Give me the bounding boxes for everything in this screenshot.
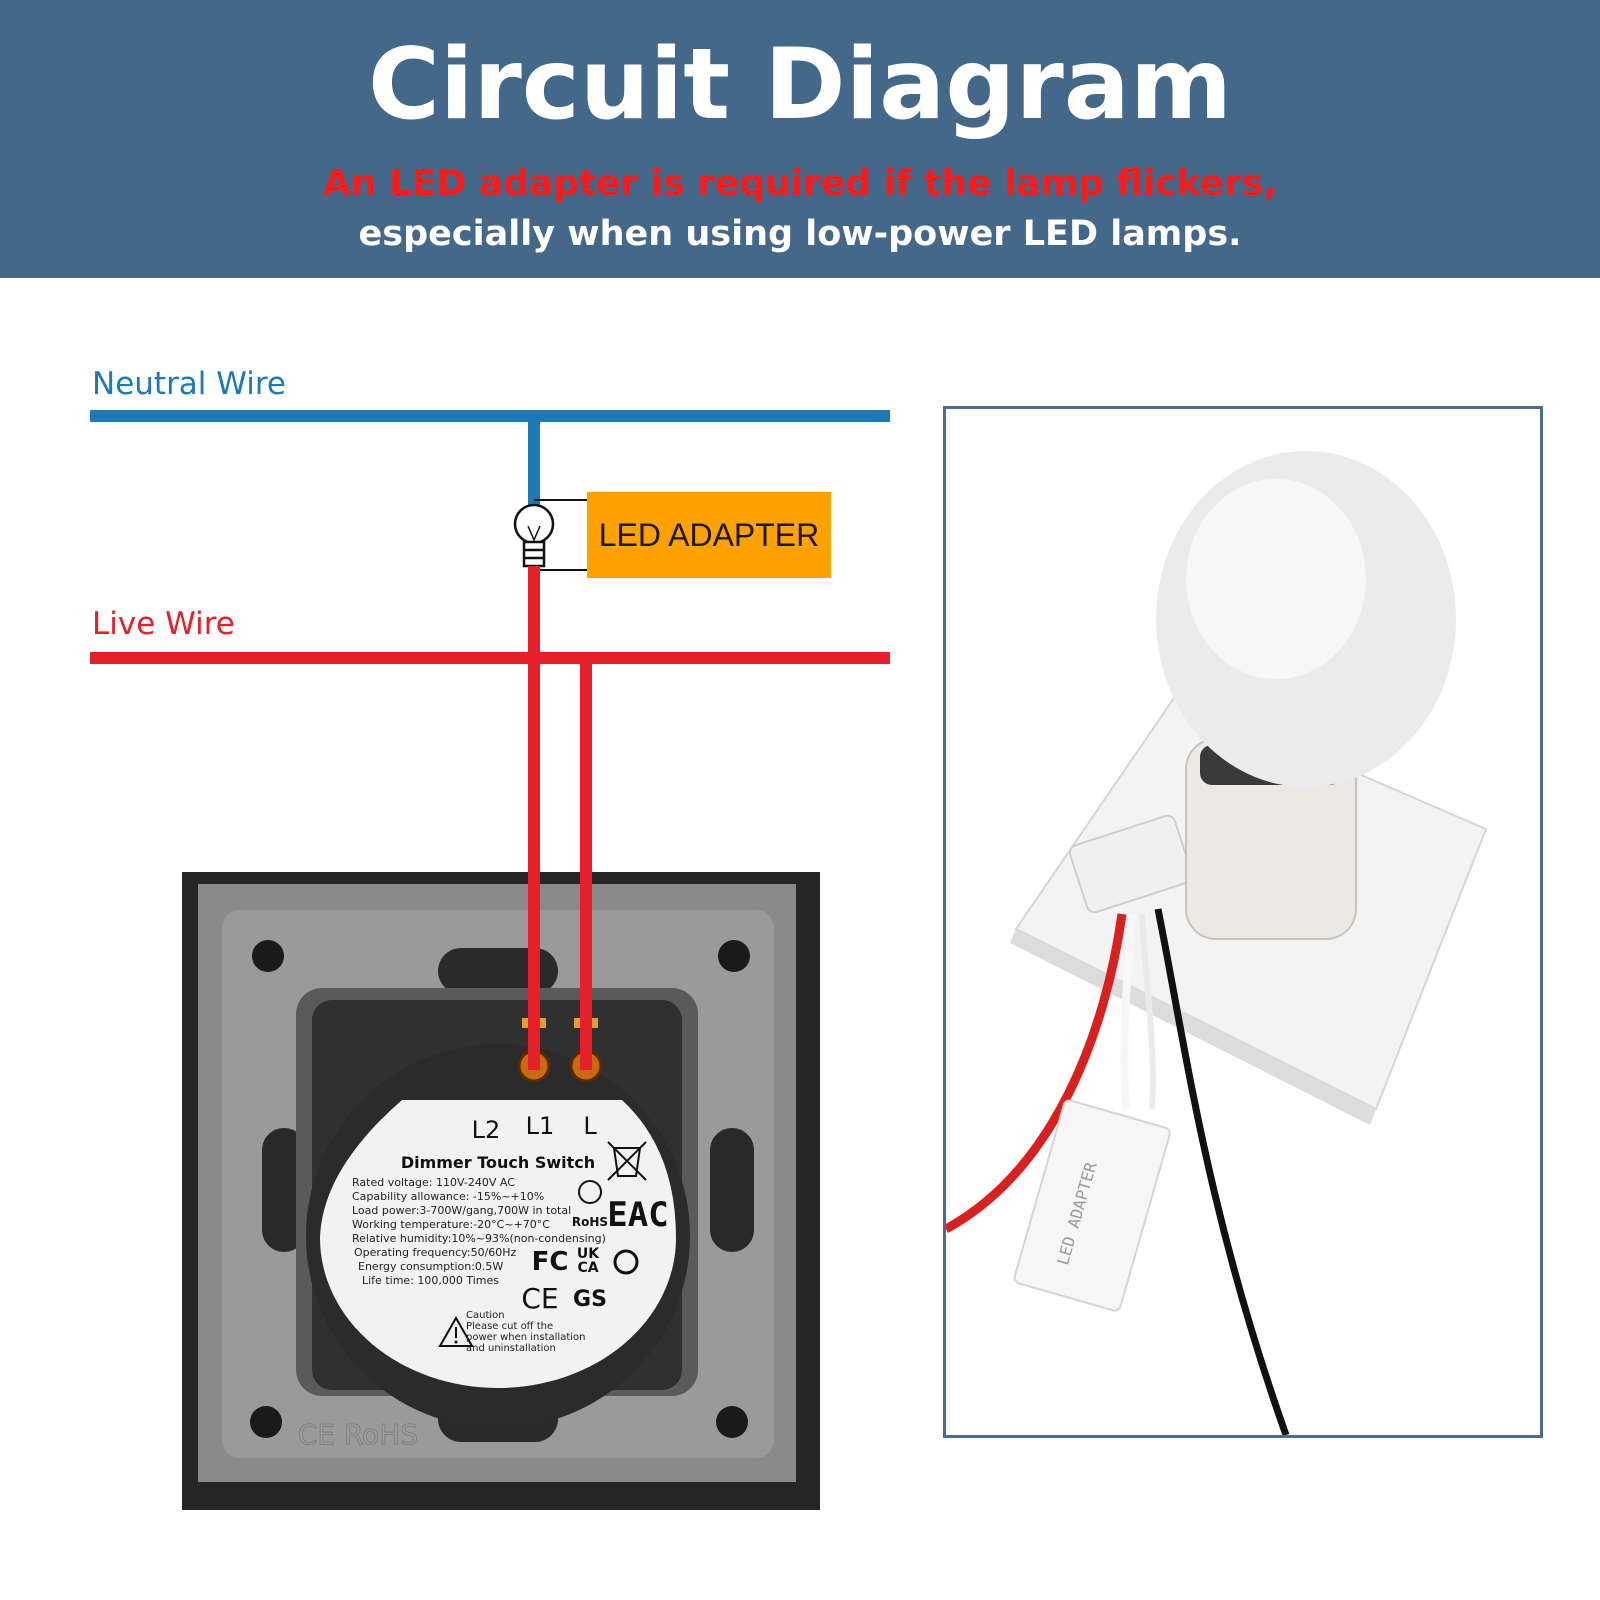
black-wire (1154, 908, 1290, 1435)
screw-hole (252, 940, 284, 972)
terminal-label-l1: L1 (526, 1112, 555, 1140)
warning-triangle-icon (438, 1315, 474, 1347)
mount-slot (710, 1128, 754, 1252)
lamp-bulb-highlight (1186, 479, 1366, 679)
screw-hole (718, 940, 750, 972)
eac-mark: EAC (607, 1195, 668, 1235)
page-title: Circuit Diagram (367, 28, 1233, 142)
caution-text: Caution Please cut off the power when in… (466, 1310, 586, 1354)
warning-text: An LED adapter is required if the lamp f… (322, 163, 1278, 204)
terminal-block (1068, 814, 1194, 914)
screw-hole (716, 1406, 748, 1438)
neutral-wire-label: Neutral Wire (92, 366, 286, 402)
mount-slot (262, 1128, 306, 1252)
ukca-mark-top: UK (577, 1246, 600, 1262)
white-wire (1139, 913, 1156, 1110)
ce-mark: CE (521, 1282, 558, 1315)
load-wire (528, 566, 540, 1070)
red-wire (946, 913, 1127, 1233)
adapter-connection (534, 499, 587, 571)
terminal-label-l: L (583, 1112, 597, 1140)
live-wire (90, 652, 890, 664)
ukca-mark-bottom: CA (577, 1260, 598, 1276)
header-banner: Circuit Diagram An LED adapter is requir… (0, 0, 1600, 278)
warning-subtext: especially when using low-power LED lamp… (358, 214, 1242, 254)
spec-line: Energy consumption:0.5W (358, 1260, 503, 1273)
weee-icon (607, 1141, 647, 1181)
bulb-icon (513, 503, 555, 568)
spec-line: Life time: 100,000 Times (362, 1274, 499, 1287)
neutral-wire (90, 410, 890, 422)
lamp-photo: LED ADAPTER (946, 409, 1540, 1435)
rohs-mark: RoHS (572, 1215, 608, 1229)
spec-line: Capability allowance: -15%~+10% (352, 1190, 544, 1203)
lamp-photo-panel: LED ADAPTER (943, 406, 1543, 1438)
svg-text:Caution: Caution (466, 1310, 505, 1321)
spec-line: Relative humidity:10%~93%(non-condensing… (352, 1232, 606, 1245)
spec-line: Operating frequency:50/60Hz (354, 1246, 517, 1259)
spec-line: Load power:3-700W/gang,700W in total (352, 1204, 571, 1217)
dimmer-switch: L2 L1 L Dimmer Touch Switch Rated voltag… (182, 872, 820, 1510)
live-wire-label: Live Wire (92, 606, 235, 642)
led-adapter-box: LED ADAPTER (587, 492, 831, 578)
mounting-base-edge (1010, 929, 1376, 1125)
svg-text:Please cut off the: Please cut off the (466, 1321, 553, 1332)
led-adapter-module: LED ADAPTER (1013, 1099, 1171, 1312)
recycle-icon (613, 1249, 639, 1275)
spec-line: Rated voltage: 110V-240V AC (352, 1176, 515, 1189)
gs-mark: GS (573, 1287, 607, 1312)
live-drop-wire (580, 664, 592, 1070)
spec-label (320, 1100, 676, 1388)
spec-line: Working temperature:-20°C~+70°C (352, 1218, 550, 1231)
screw-hole (250, 1406, 282, 1438)
fc-mark: FC (532, 1247, 569, 1277)
product-name: Dimmer Touch Switch (401, 1153, 595, 1172)
svg-text:and uninstallation: and uninstallation (466, 1343, 556, 1354)
spec-list: Rated voltage: 110V-240V AC Capability a… (352, 1176, 606, 1287)
white-wire (1120, 913, 1136, 1110)
recycle-person-icon (578, 1180, 602, 1204)
neutral-drop-wire (528, 422, 540, 510)
embossed-marks: CE RoHS (298, 1418, 418, 1451)
svg-text:power when installation: power when installation (466, 1332, 586, 1343)
terminal-label-l2: L2 (472, 1116, 501, 1144)
